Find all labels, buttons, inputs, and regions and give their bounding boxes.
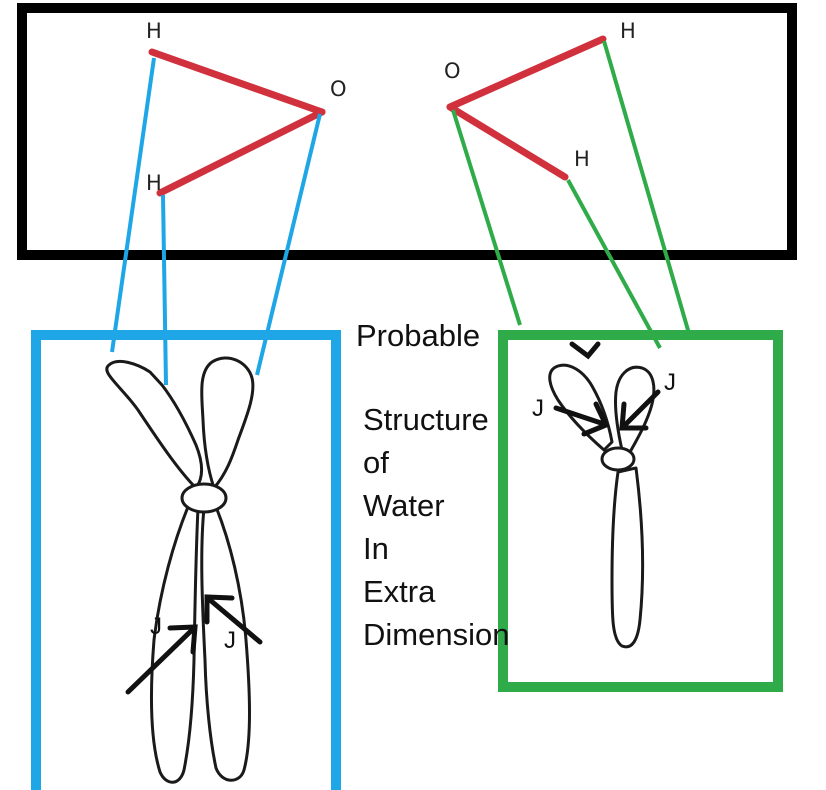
right-water-molecule: O H H bbox=[444, 19, 636, 181]
large-arrow-right-shaft bbox=[207, 597, 263, 645]
large-chromosome bbox=[105, 356, 255, 784]
small-arrow-right-shaft bbox=[621, 389, 661, 429]
left-top-h-label: H bbox=[146, 19, 162, 43]
molecule-frame bbox=[17, 3, 797, 260]
right-bottom-h-label: H bbox=[574, 147, 590, 171]
caption-line: of bbox=[363, 445, 389, 480]
small-chromosome-centromere bbox=[600, 446, 636, 472]
small-arrow-left-head bbox=[581, 401, 610, 437]
small-chromosome-right-arm bbox=[614, 365, 656, 454]
large-arrow-left-head bbox=[167, 624, 198, 655]
large-chromosome-right-lower-arm bbox=[200, 500, 251, 782]
small-arrow-left-shaft bbox=[553, 405, 607, 427]
right-oxygen-label: O bbox=[444, 59, 461, 83]
left-bond-top bbox=[148, 48, 326, 116]
right-top-h-label: H bbox=[620, 19, 636, 43]
large-chromosome-right-upper-arm bbox=[200, 356, 255, 490]
small-arrow-top-mark bbox=[569, 341, 601, 360]
caption-line: Dimension bbox=[363, 617, 510, 652]
caption-line: Structure bbox=[363, 402, 489, 437]
large-arrow-right-head bbox=[204, 594, 235, 625]
green-connectors bbox=[451, 40, 692, 349]
green-connector-top-h bbox=[602, 40, 692, 338]
caption-line: Extra bbox=[363, 574, 436, 609]
right-bond-bottom bbox=[446, 103, 569, 181]
left-bond-bottom bbox=[156, 108, 326, 197]
green-chromosome-frame bbox=[498, 330, 783, 692]
caption-body: Structure of Water In Extra Dimension bbox=[363, 398, 509, 656]
large-chromosome-arrows bbox=[125, 594, 263, 695]
large-chromosome-left-upper-arm bbox=[105, 360, 204, 490]
small-chromosome-arrows bbox=[553, 341, 661, 437]
green-connector-bottom-h bbox=[566, 179, 662, 349]
large-chromosome-left-lower-arm bbox=[150, 500, 200, 784]
large-chromosome-j-label-left: J bbox=[150, 613, 162, 640]
large-arrow-left-shaft bbox=[125, 627, 195, 695]
small-chromosome-j-label-right: J bbox=[664, 369, 676, 396]
caption-line: In bbox=[363, 531, 389, 566]
blue-connector-bottom-h bbox=[161, 194, 168, 386]
small-chromosome-j-label-left: J bbox=[532, 395, 544, 422]
left-oxygen-label: O bbox=[330, 77, 347, 101]
caption-line: Water bbox=[363, 488, 445, 523]
small-chromosome-stem bbox=[610, 466, 645, 649]
caption-title: Probable bbox=[356, 318, 481, 353]
left-bottom-h-label: H bbox=[146, 171, 162, 195]
blue-connector-top-h bbox=[110, 57, 156, 353]
left-water-molecule: H H O bbox=[146, 19, 347, 197]
green-connector-oxygen bbox=[451, 109, 522, 326]
small-arrow-right-head bbox=[619, 401, 649, 431]
right-bond-top bbox=[446, 35, 607, 111]
large-chromosome-centromere bbox=[180, 482, 228, 514]
small-chromosome bbox=[548, 363, 656, 649]
blue-chromosome-frame bbox=[31, 330, 341, 790]
large-chromosome-j-label-right: J bbox=[224, 627, 236, 654]
